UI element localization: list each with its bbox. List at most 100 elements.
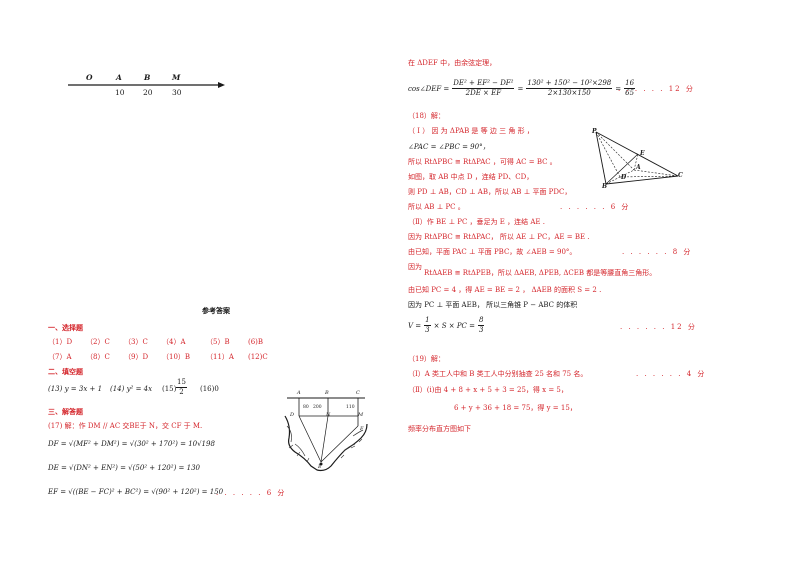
volume-score: . . . . . . 12 分 <box>620 323 697 331</box>
q18-part2-e: 由已知 PC = 4 ，得 AE = BE = 2 ， ΔAEB 的面积 S =… <box>408 286 602 294</box>
numberline-value-10: 10 <box>115 88 125 97</box>
answer-6: (6)B <box>248 338 264 346</box>
answer-3: （3）C <box>124 338 148 346</box>
fig17-label-e: E <box>318 464 322 470</box>
q18-part2-f: 因为 PC ⊥ 平面 AEB， 所以三角锥 P − ABC 的体积 <box>408 301 578 309</box>
volume-lhs: V = <box>408 321 422 330</box>
answer-title: 参考答案 <box>202 306 230 315</box>
cos-den-3: 65 <box>625 89 635 97</box>
fig18-label-a: A <box>636 164 641 171</box>
answer-1: （1）D <box>48 338 73 346</box>
fig18-label-p: P <box>592 128 597 135</box>
answer-5: （5）B <box>206 338 230 346</box>
fig17-label-80: 80 <box>303 405 309 410</box>
numberline-value-30: 30 <box>172 88 182 97</box>
q18-part1-c: 所以 RtΔPBC ≅ RtΔPAC ，可得 AC = BC 。 <box>408 158 557 166</box>
fig17-label-d: D <box>290 412 295 418</box>
volume-den-1: 3 <box>425 326 430 334</box>
cos-eq-2: = <box>615 84 622 93</box>
q17-intro: (17) 解：作 DM // AC 交BE于 N，交 CF 于 M. <box>48 422 203 430</box>
q19-part2: （Ⅱ）(i)由 4 + 8 + x + 5 + 3 = 25，得 x = 5， <box>408 386 568 394</box>
volume-fraction-2: 8 3 <box>477 316 485 335</box>
answer-15-numerator: 15 <box>176 378 187 388</box>
q19-part2-eq: 6 + y + 36 + 18 = 75，得 y = 15， <box>454 404 577 412</box>
q18-part1-d: 如图，取 AB 中点 D ，连结 PD、CD， <box>408 173 534 181</box>
section1-row1: （1）D （2）C （3）C （4）A （5）B (6)B <box>48 337 263 347</box>
q17-score: . . . . . . 6 分 <box>216 489 287 497</box>
fig17-label-n: N <box>326 412 331 418</box>
q19-histogram-note: 频率分布直方图如下 <box>408 425 471 433</box>
q18-part2-b: 因为 RtΔPBC ≅ RtΔPAC， 所以 AE ⊥ PC，AE = BE . <box>408 233 590 241</box>
q18-part1-f: 所以 AB ⊥ PC 。 <box>408 203 465 211</box>
cos-fraction-2: 130² + 150² − 10²×298 2×130×150 <box>526 79 613 98</box>
volume-mid: × S × PC = <box>433 321 475 330</box>
cos-formula: cos∠DEF = DE² + EF² − DF² 2DE × EF = 130… <box>408 79 636 98</box>
answer-13: (13) y = 3x + 1 <box>48 385 103 393</box>
q18-part2-d2: RtΔAEB ≅ RtΔPEB，所以 ΔAEB, ΔPEB, ΔCEB 都是等腰… <box>424 269 657 277</box>
fig18-label-e: E <box>640 150 645 157</box>
cos-den-2: 2×130×150 <box>547 89 591 97</box>
volume-num-2: 8 <box>477 316 485 326</box>
cos-intro: 在 ΔDEF 中，由余弦定理， <box>408 59 497 67</box>
answer-15-denominator: 2 <box>179 388 184 396</box>
answer-16: (16)0 <box>200 385 219 393</box>
q18-pyramid-figure <box>595 131 679 185</box>
answer-7: （7）A <box>48 353 72 361</box>
q17-df: DF = √(MF² + DM²) = √(30² + 170²) = 10√1… <box>48 440 215 448</box>
q18-part2-c: 由已知，平面 PAC ⊥ 平面 PBC，故 ∠AEB = 90°。 <box>408 248 577 256</box>
q18-part1-b: ∠PAC = ∠PBC = 90°， <box>408 143 490 151</box>
section3-heading: 三、解答题 <box>48 407 83 416</box>
fig17-label-c: C <box>356 390 360 396</box>
section1-heading: 一、选择题 <box>48 323 83 332</box>
volume-num-1: 1 <box>424 316 431 326</box>
fig18-label-c: C <box>678 172 683 179</box>
answer-9: （9）D <box>124 353 149 361</box>
q19-part1-score: . . . . . . 4 分 <box>636 370 707 378</box>
cos-eq-1: = <box>517 84 524 93</box>
fig17-label-a: A <box>297 390 301 396</box>
answer-8: （8）C <box>86 353 110 361</box>
answer-2: （2）C <box>86 338 110 346</box>
answer-4: （4）A <box>162 338 186 346</box>
cos-score: . . . . . . 12 分 <box>618 85 695 93</box>
cos-fraction-1: DE² + EF² − DF² 2DE × EF <box>452 79 515 98</box>
fig17-label-b: B <box>325 390 329 396</box>
numberline-point-o: O <box>86 73 93 82</box>
fig17-label-110: 110 <box>346 405 355 410</box>
section1-row2: （7）A （8）C （9）D （10）B （11）A (12)C <box>48 352 268 362</box>
q18-part1-score: . . . . . . 6 分 <box>560 203 631 211</box>
cos-fraction-3: 16 65 <box>624 79 636 98</box>
q17-ef: EF = √((BE − FC)² + BC²) = √(90² + 120²)… <box>48 488 224 496</box>
numberline-point-b: B <box>144 73 151 82</box>
cos-num-1: DE² + EF² − DF² <box>452 79 515 89</box>
q18-part2-score: . . . . . . 8 分 <box>622 248 693 256</box>
cos-lhs: cos∠DEF = <box>408 84 450 93</box>
cos-den-1: 2DE × EF <box>465 89 502 97</box>
volume-den-2: 3 <box>478 326 484 334</box>
volume-formula: V = 1 3 × S × PC = 8 3 <box>408 316 485 335</box>
number-line <box>68 82 225 88</box>
answer-15-fraction: 15 2 <box>176 378 187 397</box>
answer-12: (12)C <box>248 353 268 361</box>
answer-15-label: (15) <box>162 385 177 393</box>
fig18-label-d: D <box>621 174 627 181</box>
numberline-point-m: M <box>172 73 181 82</box>
answer-10: （10）B <box>162 353 191 361</box>
cos-num-3: 16 <box>624 79 636 89</box>
answer-14: (14) y² = 4x <box>110 385 153 393</box>
fig17-label-m: M <box>358 412 364 418</box>
q19-heading: （19）解： <box>408 355 445 363</box>
q17-de: DE = √(DN² + EN²) = √(50² + 120²) = 130 <box>48 464 200 472</box>
q18-part2-a: （Ⅱ）作 BE ⊥ PC ，垂足为 E ，连结 AE . <box>408 218 545 226</box>
q17-figure <box>284 397 368 472</box>
fig17-label-f: F <box>360 426 364 432</box>
answer-11: （11）A <box>206 353 234 361</box>
cos-num-2: 130² + 150² − 10²×298 <box>526 79 613 89</box>
numberline-point-a: A <box>116 73 122 82</box>
fig18-label-b: B <box>602 183 608 190</box>
fig17-label-200: 200 <box>313 405 322 410</box>
q19-part1: （Ⅰ）A 类工人中和 B 类工人中分别抽查 25 名和 75 名。 <box>408 370 588 378</box>
numberline-value-20: 20 <box>143 88 153 97</box>
q18-part1-a: （ Ⅰ ） 因 为 ΔPAB 是 等 边 三 角 形 ， <box>408 127 534 135</box>
section2-heading: 二、填空题 <box>48 367 83 376</box>
